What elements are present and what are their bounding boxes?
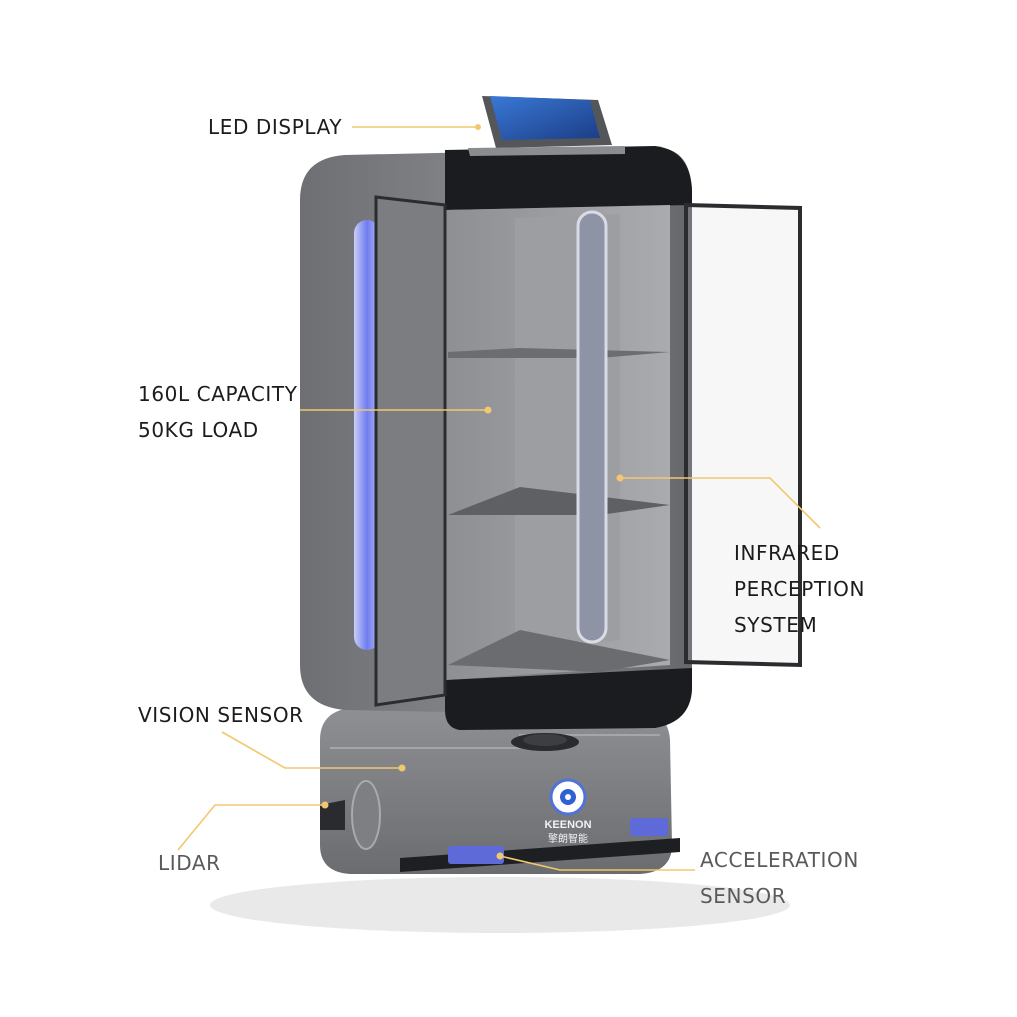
- shelf-middle: [448, 487, 670, 515]
- shelf-top: [448, 348, 670, 358]
- lidar-window: [351, 780, 381, 850]
- acceleration-sensor-window: [448, 846, 504, 864]
- brand-name: KEENON: [544, 819, 591, 831]
- brand-name-cn: 擎朗智能: [548, 832, 588, 845]
- shelf-bottom: [448, 630, 670, 672]
- side-sensor-window: [630, 818, 668, 836]
- callout-infrared: [620, 477, 821, 529]
- callout-lines: [177, 126, 821, 871]
- infrared-strip: [576, 210, 608, 644]
- callout-lidar: [177, 804, 325, 851]
- label-lidar: LIDAR: [158, 851, 221, 875]
- callout-dots: [321, 124, 624, 860]
- label-infrared: INFRARED PERCEPTION SYSTEM: [734, 541, 866, 637]
- base-chassis: [320, 708, 680, 874]
- callout-acceleration: [499, 855, 695, 871]
- left-glow-strip: [354, 220, 380, 650]
- label-led-display: LED DISPLAY: [208, 115, 343, 139]
- callout-vision-sensor: [221, 731, 400, 769]
- floor-shadow: [210, 877, 790, 933]
- left-door: [374, 195, 447, 707]
- label-capacity: 160L CAPACITY 50KG LOAD: [138, 382, 298, 442]
- label-acceleration: ACCELERATION SENSOR: [700, 848, 859, 908]
- right-door: [684, 202, 802, 668]
- cabinet: [300, 146, 802, 730]
- label-vision-sensor: VISION SENSOR: [138, 703, 304, 727]
- led-display: [468, 96, 625, 156]
